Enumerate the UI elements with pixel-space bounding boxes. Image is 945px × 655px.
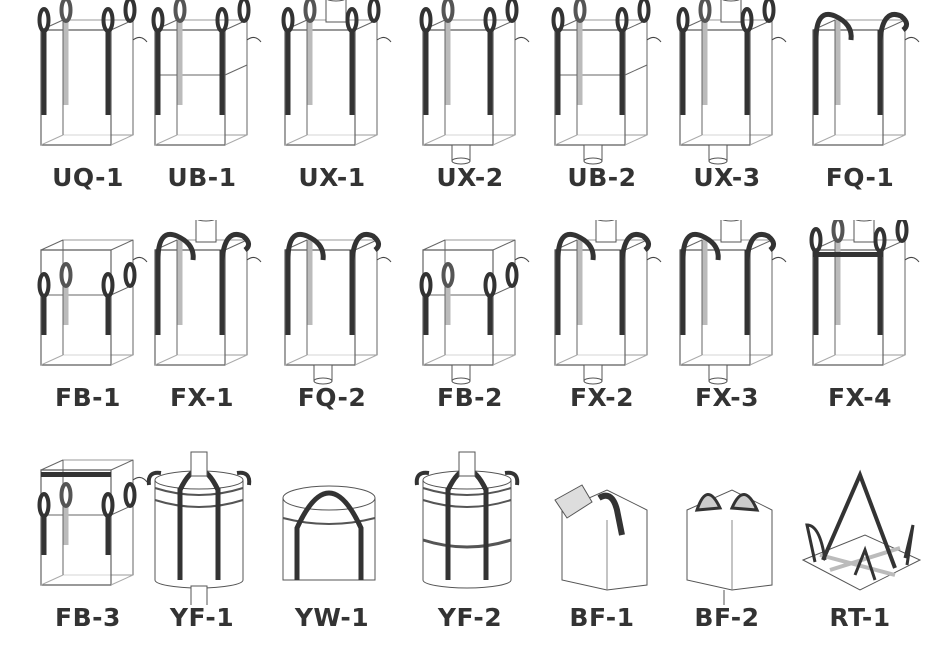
bag-illustration-icon — [37, 239, 148, 366]
bag-item: RT-1 — [795, 440, 925, 655]
bag-item: UB-1 — [137, 0, 267, 215]
bag-item: BF-2 — [662, 440, 792, 655]
bag-illustration-icon — [551, 0, 662, 165]
bag-illustration-icon — [146, 451, 252, 605]
bag-item: FQ-2 — [267, 220, 397, 435]
bag-item: FB-1 — [23, 220, 153, 435]
bag-type-label: FQ-1 — [825, 163, 895, 192]
bag-illustration-icon — [151, 0, 262, 146]
bag-item: BF-1 — [537, 440, 667, 655]
bag-type-label: RT-1 — [829, 603, 891, 632]
bag-item: FB-2 — [405, 220, 535, 435]
bag-item: UQ-1 — [23, 0, 153, 215]
bag-type-label: FX-3 — [694, 383, 760, 412]
bag-type-label: UX-3 — [693, 163, 761, 192]
bag-item: UX-2 — [405, 0, 535, 215]
bag-type-label: YF-1 — [169, 603, 235, 632]
bag-item: FQ-1 — [795, 0, 925, 215]
bag-item: FX-3 — [662, 220, 792, 435]
bag-item: YF-1 — [137, 440, 267, 655]
bag-illustration-icon — [554, 484, 648, 591]
bag-item: FB-3 — [23, 440, 153, 655]
bag-illustration-icon — [679, 220, 787, 385]
bag-illustration-icon — [812, 12, 920, 146]
bag-item: FX-2 — [537, 220, 667, 435]
bag-type-label: FX-2 — [569, 383, 635, 412]
bag-illustration-icon — [686, 489, 773, 605]
bag-illustration-icon — [676, 0, 787, 165]
bag-type-label: UQ-1 — [52, 163, 124, 192]
bag-type-label: YW-1 — [294, 603, 370, 632]
bag-illustration-icon — [801, 469, 922, 591]
bag-item: UB-2 — [537, 0, 667, 215]
bag-type-label: FX-4 — [827, 383, 893, 412]
bag-type-label: YF-2 — [437, 603, 503, 632]
bag-type-label: FB-1 — [55, 383, 121, 412]
bag-type-label: FB-3 — [55, 603, 121, 632]
bag-illustration-icon — [554, 220, 662, 385]
bag-illustration-icon — [281, 0, 392, 146]
bag-type-label: FB-2 — [437, 383, 503, 412]
bag-illustration-icon — [284, 232, 392, 385]
bag-illustration-icon — [37, 459, 148, 586]
bag-illustration-icon — [419, 0, 530, 165]
bag-item: UX-1 — [267, 0, 397, 215]
bag-illustration-icon — [37, 0, 148, 146]
bag-type-label: FX-1 — [169, 383, 235, 412]
bag-type-label: UB-2 — [567, 163, 637, 192]
bag-type-label: BF-1 — [569, 603, 635, 632]
bag-type-label: BF-2 — [694, 603, 760, 632]
bag-illustration-icon — [282, 485, 376, 581]
bag-item: FX-4 — [795, 220, 925, 435]
bag-item: YW-1 — [267, 440, 397, 655]
bag-type-label: FQ-2 — [297, 383, 367, 412]
bag-illustration-icon — [809, 220, 920, 366]
bag-item: UX-3 — [662, 0, 792, 215]
bag-item: YF-2 — [405, 440, 535, 655]
bag-type-label: UX-1 — [298, 163, 366, 192]
bag-illustration-icon — [414, 451, 520, 589]
bag-item: FX-1 — [137, 220, 267, 435]
bag-type-label: UB-1 — [167, 163, 237, 192]
bag-illustration-icon — [419, 239, 530, 385]
bag-illustration-icon — [154, 220, 262, 366]
bag-type-label: UX-2 — [436, 163, 504, 192]
